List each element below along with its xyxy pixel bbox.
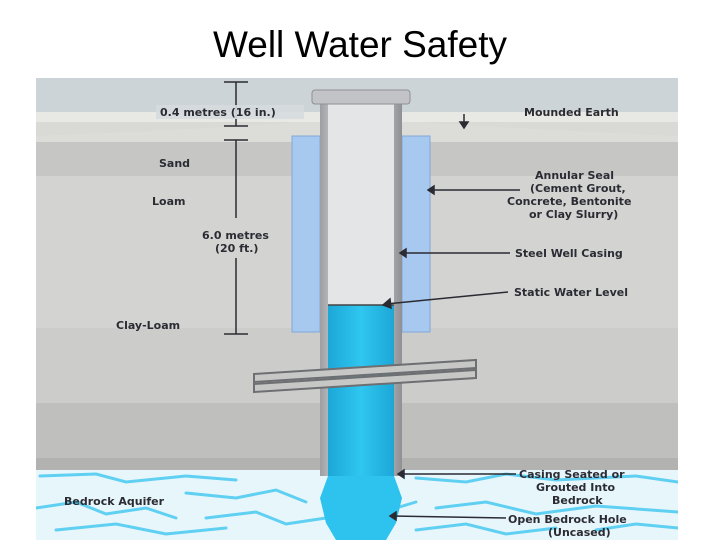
depth-main-label-line1: 6.0 metres xyxy=(202,229,269,242)
callout-casing-seated-line1: Casing Seated or xyxy=(519,468,625,481)
soil-label-clay-loam: Clay-Loam xyxy=(116,319,180,332)
open-bedrock-hole xyxy=(320,476,402,540)
depth-break-marks xyxy=(253,358,477,394)
bedrock-aquifer-label: Bedrock Aquifer xyxy=(64,495,165,508)
callout-annular-seal-line1: Annular Seal xyxy=(535,169,614,182)
depth-main-label-line2: (20 ft.) xyxy=(215,242,258,255)
callout-casing-seated-line3: Bedrock xyxy=(552,494,603,507)
well-cap xyxy=(311,89,411,105)
bedrock-fractures xyxy=(36,472,678,536)
soil-label-loam: Loam xyxy=(152,195,185,208)
depth-top-label-bg xyxy=(156,105,304,119)
depth-top-label: 0.4 metres (16 in.) xyxy=(160,106,276,119)
callout-mounded-earth: Mounded Earth xyxy=(524,106,619,119)
slide-title: Well Water Safety xyxy=(212,24,508,65)
callout-casing-seated-line2: Grouted Into xyxy=(536,481,615,494)
annular-seal-left xyxy=(291,135,321,333)
water-column xyxy=(328,305,394,505)
annular-seal-right xyxy=(401,135,431,333)
callout-static-water-level: Static Water Level xyxy=(514,286,628,299)
well-cross-section-diagram: 0.4 metres (16 in.) 6.0 metres (20 ft.) … xyxy=(36,78,678,540)
callout-open-hole-line2: (Uncased) xyxy=(548,526,611,539)
callout-annular-seal-line4: or Clay Slurry) xyxy=(529,208,618,221)
callout-open-hole-line1: Open Bedrock Hole xyxy=(508,513,627,526)
depth-dimension-marks xyxy=(224,81,248,335)
soil-label-sand: Sand xyxy=(159,157,190,170)
callout-arrows xyxy=(381,114,520,522)
callout-steel-well-casing: Steel Well Casing xyxy=(515,247,623,260)
callout-annular-seal-line2: (Cement Grout, xyxy=(530,182,626,195)
callout-annular-seal-line3: Concrete, Bentonite xyxy=(507,195,631,208)
